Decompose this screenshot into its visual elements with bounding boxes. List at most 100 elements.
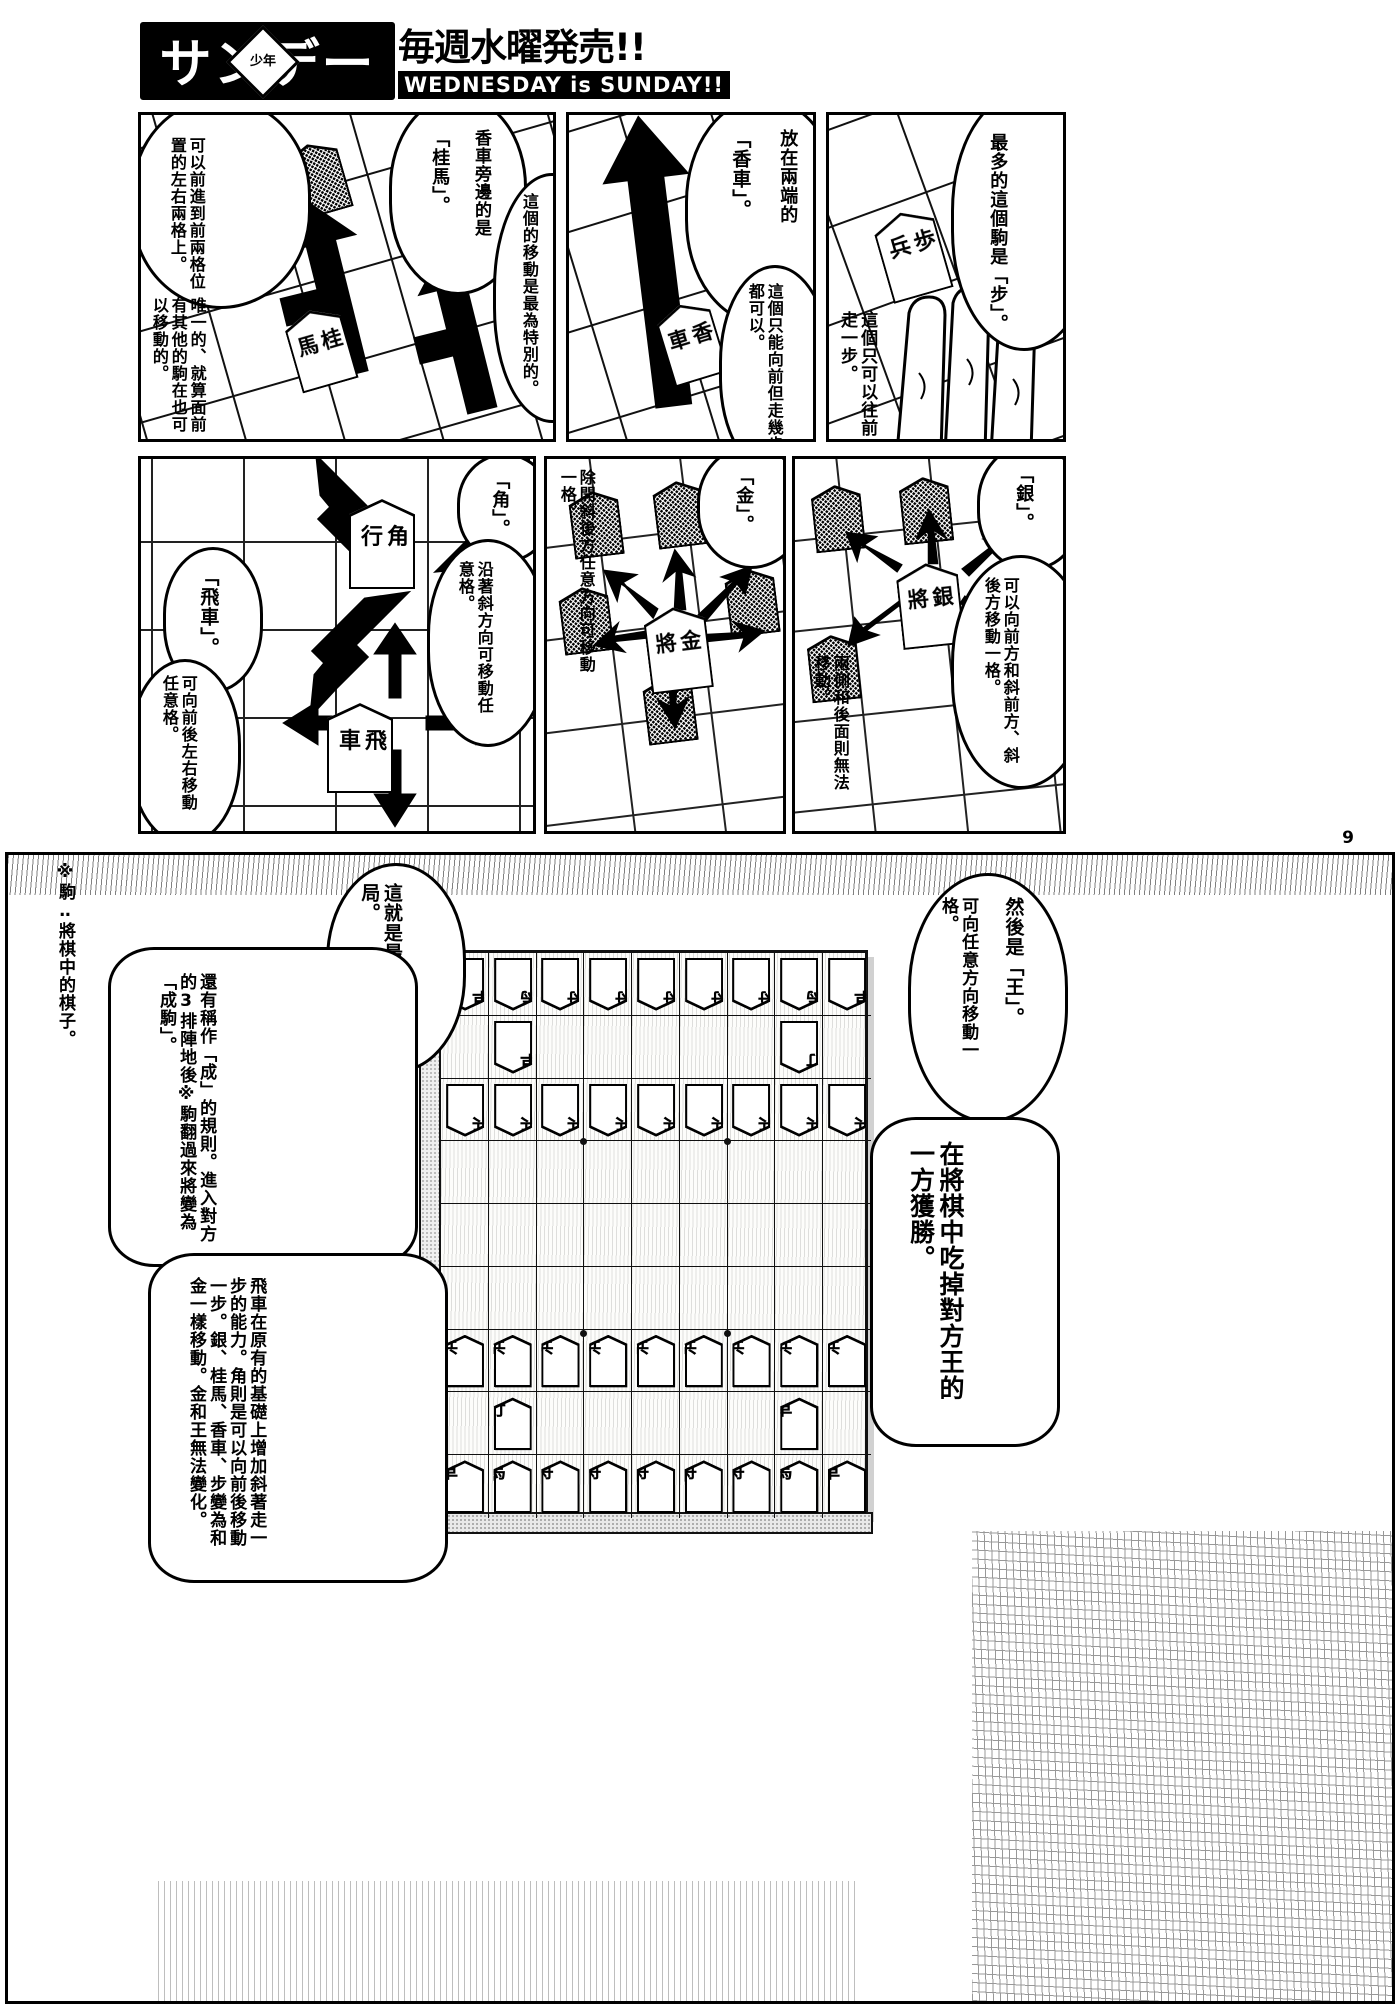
- bubble-hisha-move-text: 可向前後左右移動任意格。: [159, 675, 198, 811]
- board-cell: [679, 1329, 728, 1393]
- panel-keima: 桂馬 香車旁邊的是 「桂馬」。 這個的移動是最為特別的。 可以前進到前兩格位置的…: [138, 112, 556, 442]
- board-cell: [584, 1015, 633, 1079]
- piece-hisha-label: 飛車: [335, 728, 386, 752]
- board-piece[interactable]: 歩兵: [541, 1334, 580, 1388]
- bubble-fu-move-text: 這個只可以往前走一步。: [837, 311, 878, 437]
- board-piece[interactable]: 王將: [636, 1460, 676, 1513]
- screentone-bottom: [158, 1881, 858, 2001]
- bubble-kyosha-intro-text: 放在兩端的: [777, 129, 799, 224]
- board-piece[interactable]: 桂馬: [780, 958, 818, 1011]
- bubble-keima-jump-text: 唯一的、就算面前有其他的駒在也可以移動的。: [149, 297, 207, 433]
- board-piece[interactable]: 香車: [828, 958, 866, 1011]
- bubble-kin-move-text: 除開斜後方任意方向可移動一格。: [557, 469, 596, 673]
- panel-kaku-hisha: 角行 飛車 「角」。 沿著斜方向可移動任意格。 「飛車」。 可向前後左右移動任意…: [138, 456, 536, 834]
- board-cell: [488, 1204, 537, 1267]
- bubble-gin-cannot-text: 兩側和後面則無法移動。: [811, 655, 850, 791]
- board-cell: [775, 1078, 824, 1142]
- panel-kin: 金將 「金」。 除開斜後方任意方向可移動一格。: [544, 456, 786, 834]
- board-cell: [823, 1016, 871, 1079]
- board-piece[interactable]: 飛車: [780, 1397, 819, 1451]
- board-piece[interactable]: 歩兵: [828, 1334, 867, 1388]
- board-piece[interactable]: 歩兵: [493, 1334, 532, 1388]
- board-cell: [632, 1455, 680, 1518]
- piece-hisha: 飛車: [327, 703, 393, 793]
- board-cell: [823, 1079, 871, 1142]
- board-piece[interactable]: 歩兵: [589, 1084, 627, 1137]
- board-cell: [679, 1141, 728, 1205]
- board-piece[interactable]: 香車: [445, 1460, 484, 1513]
- board-piece[interactable]: 歩兵: [780, 1084, 818, 1137]
- board-piece[interactable]: 桂馬: [494, 958, 532, 1011]
- board-piece[interactable]: 桂馬: [780, 1460, 819, 1513]
- bubble-ou-intro-text: 然後是「王」。: [1002, 897, 1025, 1028]
- board-piece[interactable]: 金將: [589, 958, 627, 1011]
- board-cell: [727, 1078, 776, 1142]
- board-cell: [775, 1266, 824, 1330]
- board-piece[interactable]: 歩兵: [732, 1334, 771, 1388]
- board-piece[interactable]: 歩兵: [636, 1334, 676, 1388]
- board-piece[interactable]: 銀將: [541, 1460, 580, 1513]
- board-cell: [679, 953, 728, 1016]
- masthead-taglines: 毎週水曜発売!! WEDNESDAY is SUNDAY!!: [398, 26, 738, 99]
- board-cell: [488, 1266, 537, 1330]
- board-piece[interactable]: 歩兵: [685, 1084, 723, 1137]
- bubble-fu-intro-text: 最多的這個駒是「步」。: [987, 133, 1009, 333]
- bubble-keima-intro-text: 香車旁邊的是: [471, 129, 492, 237]
- board-piece[interactable]: 銀將: [541, 958, 579, 1011]
- board-piece[interactable]: 歩兵: [494, 1084, 532, 1137]
- board-cell: [488, 1141, 537, 1205]
- board-cell: [441, 1204, 489, 1267]
- board-piece[interactable]: 歩兵: [445, 1334, 484, 1388]
- board-cell: [441, 953, 489, 1016]
- bubble-keima-special-text: 這個的移動是最為特別的。: [519, 193, 539, 397]
- board-cell: [679, 1266, 728, 1330]
- board-cell: [727, 1204, 776, 1267]
- page-number: 9: [1342, 828, 1354, 848]
- board-cell: [441, 1078, 489, 1142]
- board-piece[interactable]: 角行: [780, 1021, 818, 1074]
- board-piece[interactable]: 歩兵: [828, 1084, 866, 1137]
- board-piece[interactable]: 桂馬: [493, 1460, 532, 1513]
- board-cell: [823, 1204, 871, 1267]
- board-cell: [679, 1392, 728, 1456]
- screentone-top: [8, 855, 1392, 895]
- board-cell: [775, 953, 824, 1016]
- bubble-kyosha-move: [719, 265, 813, 439]
- board-cell: [489, 1455, 537, 1518]
- bubble-promotion-detail-text: 飛車在原有的基礎上增加斜著走一步的能力。角則是可以向前後移動一步。銀、桂馬、香車…: [186, 1277, 267, 1547]
- board-piece[interactable]: 歩兵: [446, 1084, 484, 1137]
- board-piece[interactable]: 歩兵: [589, 1334, 628, 1388]
- board-cell: [632, 953, 680, 1016]
- bubble-keima-move: [141, 115, 311, 309]
- board-piece[interactable]: 金將: [684, 1460, 723, 1513]
- board-piece[interactable]: 歩兵: [541, 1084, 579, 1137]
- board-cell: [679, 1078, 728, 1142]
- board-piece[interactable]: 歩兵: [732, 1084, 770, 1137]
- bubble-hisha-label-text: 「飛車」。: [197, 567, 220, 658]
- board-cell: [584, 1141, 633, 1205]
- board-piece[interactable]: 飛車: [494, 1021, 532, 1074]
- panel-gin: 銀將 「銀」。 可以向前方和斜前方、斜後方移動一格。 兩側和後面則無法移動。: [792, 456, 1066, 834]
- board-piece[interactable]: 銀將: [732, 1460, 771, 1513]
- board-piece[interactable]: 歩兵: [637, 1084, 675, 1137]
- board-cell: [441, 1329, 489, 1393]
- board-cell: [441, 1141, 489, 1205]
- board-cell: [584, 1078, 633, 1142]
- board-piece[interactable]: 金將: [589, 1460, 628, 1513]
- board-cell: [584, 953, 633, 1016]
- board-piece[interactable]: 香車: [828, 1460, 867, 1513]
- board-piece[interactable]: 歩兵: [780, 1334, 819, 1388]
- board-cell: [823, 1141, 871, 1205]
- board-cell: [632, 1204, 680, 1267]
- board-piece[interactable]: 銀將: [732, 958, 770, 1011]
- footnote: ※駒‥將棋中的棋子。: [55, 862, 75, 1052]
- board-piece[interactable]: 角行: [493, 1397, 532, 1451]
- board-piece[interactable]: 王將: [637, 958, 675, 1011]
- board-piece[interactable]: 金將: [685, 958, 723, 1011]
- board-cell: [680, 1455, 728, 1518]
- bubble-promotion-rule-text: 還有稱作「成」的規則。進入對方的3排陣地後※駒翻過來將變為「成駒」。: [156, 973, 217, 1243]
- board-piece[interactable]: 歩兵: [684, 1334, 723, 1388]
- bubble-promotion-rule: [108, 947, 418, 1267]
- bubble-gin-label: [977, 459, 1063, 571]
